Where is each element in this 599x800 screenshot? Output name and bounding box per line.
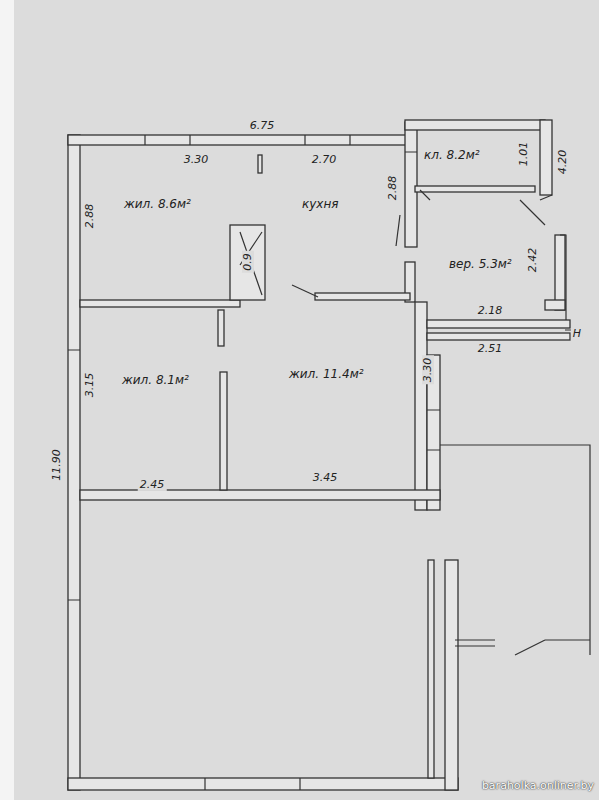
door-swing: [292, 285, 318, 297]
dimension-label: 2.42: [527, 246, 539, 275]
room-label: жил. 11.4м²: [289, 368, 366, 382]
stove-mark: [240, 232, 262, 295]
dimension-label: 2.88: [84, 202, 96, 231]
veranda-edge: [560, 235, 580, 330]
room-box: жил. 8.1м²: [118, 372, 195, 392]
room-label: жил. 8.6м²: [124, 198, 193, 212]
room-box: кухня: [298, 196, 345, 216]
dimension-label: 2.51: [476, 343, 505, 355]
dimension-label: 2.45: [138, 479, 167, 491]
dimension-label: Н: [571, 328, 583, 340]
paper-edge: [0, 0, 14, 800]
dimension-label: 0.9: [242, 251, 254, 273]
dimension-label: 2.88: [387, 174, 399, 203]
dimension-label: 3.30: [422, 356, 434, 385]
dimension-label: 3.30: [182, 154, 211, 166]
plan-lines: [68, 135, 590, 790]
room-label: кухня: [302, 198, 341, 212]
room-box: жил. 8.6м²: [120, 196, 197, 216]
watermark: baraholka.onliner.by: [480, 780, 596, 792]
room-box: кл. 8.2м²: [420, 147, 486, 167]
dimension-label: 2.70: [310, 154, 339, 166]
dimension-label: 4.20: [557, 148, 569, 177]
dimension-label: 2.18: [476, 305, 505, 317]
window-ticks: [68, 135, 440, 790]
dimension-label: 3.15: [84, 371, 96, 400]
room-label: кл. 8.2м²: [424, 149, 482, 163]
room-box: жил. 11.4м²: [285, 366, 370, 386]
room-box: вер. 5.3м²: [445, 256, 518, 276]
door-swing: [420, 190, 545, 225]
annex-outline: [440, 445, 590, 655]
dimension-label: 6.75: [248, 120, 277, 132]
dimension-label: 3.45: [311, 472, 340, 484]
walls: [68, 120, 570, 790]
room-label: жил. 8.1м²: [122, 374, 191, 388]
room-label: вер. 5.3м²: [449, 258, 514, 272]
dimension-label: 11.90: [51, 447, 63, 483]
wall-corner: [540, 195, 552, 200]
door-swing: [396, 215, 400, 246]
dimension-label: 1.01: [518, 140, 530, 169]
